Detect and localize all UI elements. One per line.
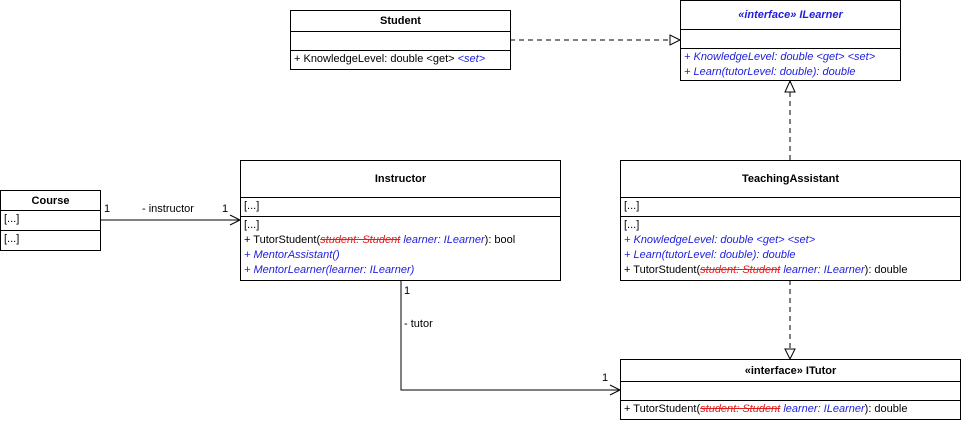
attributes-section xyxy=(681,30,900,49)
multiplicity-itutor-end: 1 xyxy=(602,372,609,384)
interface-title: «interface» ITutor xyxy=(621,360,960,382)
attributes-section xyxy=(621,382,960,401)
interface-ilearner[interactable]: «interface» ILearner + KnowledgeLevel: d… xyxy=(680,0,901,81)
class-title: Instructor xyxy=(241,161,560,198)
class-title: TeachingAssistant xyxy=(621,161,960,198)
class-title: Student xyxy=(291,11,510,32)
operations-section: + KnowledgeLevel: double <get> <set> + L… xyxy=(681,49,900,80)
member-set-accessor: <set> xyxy=(457,53,486,65)
interface-itutor[interactable]: «interface» ITutor + TutorStudent(studen… xyxy=(620,359,961,420)
member-tutor-student: + TutorStudent(student: Student learner:… xyxy=(244,233,557,248)
member-knowledge-level: + KnowledgeLevel: double <get> <set> xyxy=(294,52,507,67)
member-prefix: + TutorStudent( xyxy=(244,234,321,246)
member-knowledge-level: + KnowledgeLevel: double <get> <set> xyxy=(624,234,816,246)
class-course[interactable]: Course [...] [...] xyxy=(0,190,101,251)
member-prefix: + TutorStudent( xyxy=(624,403,701,415)
attributes-section xyxy=(291,32,510,51)
operations-section: + TutorStudent(student: Student learner:… xyxy=(621,401,960,419)
member-suffix: ): bool xyxy=(484,234,516,246)
attributes-placeholder: [...] xyxy=(4,213,20,225)
class-instructor[interactable]: Instructor [...] [...] + TutorStudent(st… xyxy=(240,160,561,281)
member-tutor-student: + TutorStudent(student: Student learner:… xyxy=(624,263,957,278)
attributes-section: [...] xyxy=(621,198,960,217)
realization-ta-ilearner xyxy=(784,79,796,160)
role-instructor: - instructor xyxy=(142,203,194,215)
operations-section: [...] + KnowledgeLevel: double <get> <se… xyxy=(621,217,960,280)
realization-ta-itutor xyxy=(784,280,796,361)
parameter: learner: ILearner xyxy=(780,264,865,276)
member-suffix: ): double xyxy=(864,264,908,276)
operations-section: [...] xyxy=(1,231,100,250)
multiplicity-instructor-source: 1 xyxy=(404,285,411,297)
member-suffix: ): double xyxy=(864,403,908,415)
member-mentor-learner: + MentorLearner(learner: ILearner) xyxy=(244,264,415,276)
role-tutor: - tutor xyxy=(404,318,433,330)
removed-parameter: student: Student xyxy=(700,403,781,415)
member-text: + KnowledgeLevel: double <get> xyxy=(294,53,458,65)
parameter: learner: ILearner xyxy=(780,403,865,415)
attributes-placeholder: [...] xyxy=(244,200,260,212)
operations-section: [...] + TutorStudent(student: Student le… xyxy=(241,217,560,280)
class-title: Course xyxy=(1,191,100,211)
operations-placeholder: [...] xyxy=(4,233,20,245)
class-teaching-assistant[interactable]: TeachingAssistant [...] [...] + Knowledg… xyxy=(620,160,961,281)
attributes-section: [...] xyxy=(1,211,100,231)
member-prefix: + TutorStudent( xyxy=(624,264,701,276)
member-tutor-student: + TutorStudent(student: Student learner:… xyxy=(624,402,957,417)
removed-parameter: student: Student xyxy=(320,234,401,246)
attributes-section: [...] xyxy=(241,198,560,217)
member-knowledge-level: + KnowledgeLevel: double <get> <set> xyxy=(684,51,876,63)
operations-section: + KnowledgeLevel: double <get> <set> xyxy=(291,51,510,69)
parameter: learner: ILearner xyxy=(400,234,485,246)
attributes-placeholder: [...] xyxy=(624,200,640,212)
association-instructor-itutor xyxy=(400,281,622,396)
operations-placeholder: [...] xyxy=(624,219,640,231)
member-learn: + Learn(tutorLevel: double): double xyxy=(684,66,856,78)
realization-student-ilearner xyxy=(510,34,682,46)
removed-parameter: student: Student xyxy=(700,264,781,276)
operations-placeholder: [...] xyxy=(244,219,260,231)
multiplicity-course-end: 1 xyxy=(104,203,111,215)
class-student[interactable]: Student + KnowledgeLevel: double <get> <… xyxy=(290,10,511,70)
interface-title: «interface» ILearner xyxy=(681,1,900,30)
association-course-instructor xyxy=(100,214,242,226)
member-mentor-assistant: + MentorAssistant() xyxy=(244,249,340,261)
member-learn: + Learn(tutorLevel: double): double xyxy=(624,249,796,261)
multiplicity-instructor-end: 1 xyxy=(222,203,229,215)
